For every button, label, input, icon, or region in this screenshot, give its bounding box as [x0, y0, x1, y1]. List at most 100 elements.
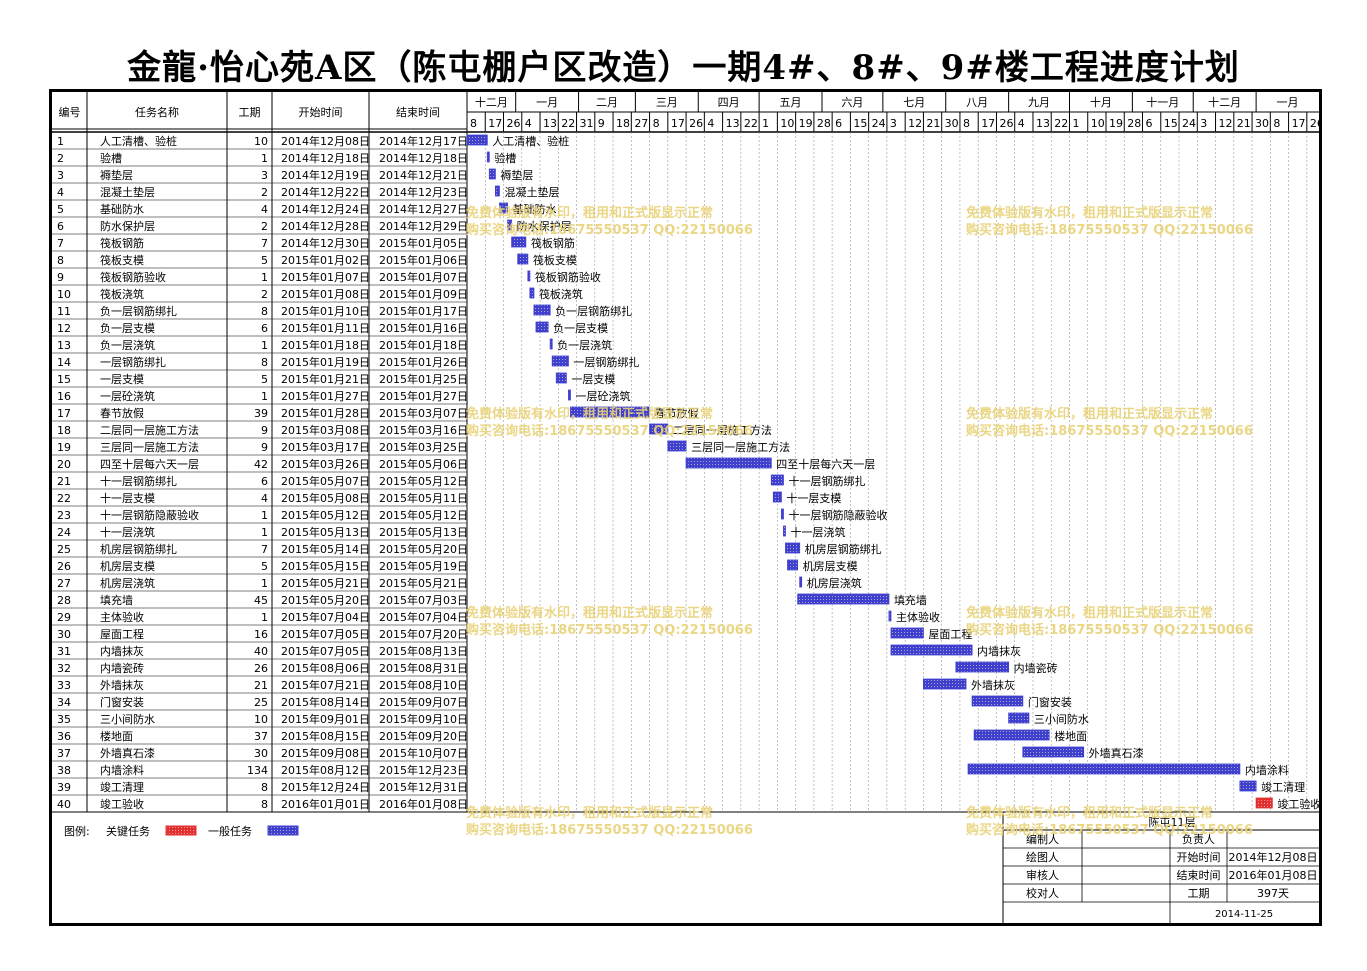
watermark-text: 免费体验版有水印，租用和正式版显示正常	[966, 407, 1214, 422]
bar-label: 春节放假	[655, 406, 699, 420]
gantt-bar	[888, 610, 892, 622]
footer-cell: 绘图人	[1026, 850, 1059, 864]
task-name: 三小间防水	[100, 712, 155, 726]
bar-label: 三层同一层施工方法	[691, 440, 790, 454]
watermark-text: 购买咨询电话:18675550537 QQ:22150066	[466, 623, 753, 638]
tick-label: 26	[689, 117, 703, 130]
task-duration: 4	[261, 203, 268, 216]
tick-label: 8	[470, 117, 477, 130]
gantt-bar	[967, 763, 1241, 775]
tick-label: 22	[1054, 117, 1068, 130]
task-id: 38	[57, 764, 71, 777]
task-id: 24	[57, 526, 71, 539]
task-end: 2015年01月16日	[379, 321, 468, 335]
task-start: 2015年01月10日	[281, 304, 370, 318]
gantt-bar	[488, 168, 496, 180]
gantt-bar	[511, 236, 527, 248]
column-header: 开始时间	[299, 105, 343, 119]
bar-label: 防水保护层	[517, 219, 572, 233]
bar-label: 四至十层每六天一层	[776, 457, 875, 471]
task-duration: 1	[261, 509, 268, 522]
task-end: 2015年10月07日	[379, 746, 468, 760]
task-start: 2015年01月02日	[281, 253, 370, 267]
task-duration: 3	[261, 169, 268, 182]
task-id: 29	[57, 611, 71, 624]
bar-label: 三小间防水	[1034, 712, 1089, 726]
task-name: 一层钢筋绑扎	[100, 355, 166, 369]
column-header: 工期	[239, 106, 261, 119]
month-label: 四月	[718, 96, 740, 109]
legend-normal-swatch	[267, 825, 299, 836]
tick-label: 22	[561, 117, 575, 130]
bar-label: 门窗安装	[1028, 695, 1072, 709]
task-id: 30	[57, 628, 71, 641]
task-start: 2015年01月28日	[281, 406, 370, 420]
task-start: 2015年09月08日	[281, 746, 370, 760]
bar-label: 筏板浇筑	[539, 287, 583, 301]
task-name: 门窗安装	[100, 695, 144, 709]
month-label: 十一月	[1146, 95, 1179, 109]
watermark-text: 购买咨询电话:18675550537 QQ:22150066	[966, 424, 1253, 439]
month-label: 一月	[1277, 96, 1299, 109]
bar-label: 一层砼浇筑	[575, 389, 630, 403]
task-start: 2014年12月22日	[281, 185, 370, 199]
gantt-bar	[781, 508, 784, 520]
watermark-text: 免费体验版有水印，租用和正式版显示正常	[966, 806, 1214, 821]
task-start: 2015年07月21日	[281, 678, 370, 692]
gantt-bar	[649, 423, 669, 435]
footer-cell: 2016年01月08日	[1229, 868, 1318, 882]
task-name: 外墙真石漆	[100, 746, 155, 760]
tick-label: 31	[580, 117, 594, 130]
footer-cell: 397天	[1257, 887, 1289, 900]
gantt-bar	[923, 678, 967, 690]
task-end: 2014年12月18日	[379, 151, 468, 165]
tick-label: 8	[1273, 117, 1280, 130]
task-end: 2015年05月13日	[379, 525, 468, 539]
task-end: 2015年01月17日	[379, 304, 468, 318]
tick-label: 27	[634, 117, 648, 130]
legend-critical-label: 关键任务	[106, 824, 150, 838]
task-start: 2015年01月07日	[281, 270, 370, 284]
task-start: 2015年01月18日	[281, 338, 370, 352]
tick-label: 17	[488, 117, 502, 130]
task-duration: 2	[261, 288, 268, 301]
task-end: 2015年05月12日	[379, 474, 468, 488]
task-duration: 4	[261, 492, 268, 505]
tick-label: 6	[835, 117, 842, 130]
month-label: 九月	[1028, 96, 1050, 109]
task-end: 2015年12月23日	[379, 763, 468, 777]
task-end: 2015年01月05日	[379, 236, 468, 250]
bar-label: 填充墙	[894, 593, 927, 607]
task-start: 2015年05月08日	[281, 491, 370, 505]
task-name: 外墙抹灰	[100, 678, 144, 692]
task-start: 2015年08月14日	[281, 695, 370, 709]
task-end: 2015年01月26日	[379, 355, 468, 369]
bar-label: 内墙瓷砖	[1014, 661, 1058, 675]
footer-date: 2014-11-25	[1215, 909, 1273, 920]
task-name: 主体验收	[100, 610, 144, 624]
task-duration: 8	[261, 305, 268, 318]
task-start: 2014年12月08日	[281, 134, 370, 148]
bar-label: 楼地面	[1054, 729, 1087, 743]
task-name: 机房层钢筋绑扎	[100, 542, 177, 556]
gantt-bar	[507, 219, 513, 231]
task-id: 34	[57, 696, 71, 709]
task-duration: 25	[254, 696, 268, 709]
gantt-bar	[1255, 797, 1273, 809]
bar-label: 十一层支模	[786, 491, 841, 505]
task-end: 2015年09月10日	[379, 712, 468, 726]
task-name: 筏板钢筋验收	[100, 270, 166, 284]
task-name: 十一层钢筋隐蔽验收	[100, 508, 199, 522]
task-end: 2015年07月04日	[379, 610, 468, 624]
task-id: 10	[57, 288, 71, 301]
task-duration: 2	[261, 220, 268, 233]
task-start: 2015年05月20日	[281, 593, 370, 607]
task-start: 2015年01月19日	[281, 355, 370, 369]
gantt-bar	[772, 491, 782, 503]
bar-label: 二层同一层施工方法	[673, 423, 772, 437]
task-id: 27	[57, 577, 71, 590]
gantt-bar	[890, 644, 973, 656]
task-start: 2015年01月21日	[281, 372, 370, 386]
task-id: 36	[57, 730, 71, 743]
task-id: 23	[57, 509, 71, 522]
